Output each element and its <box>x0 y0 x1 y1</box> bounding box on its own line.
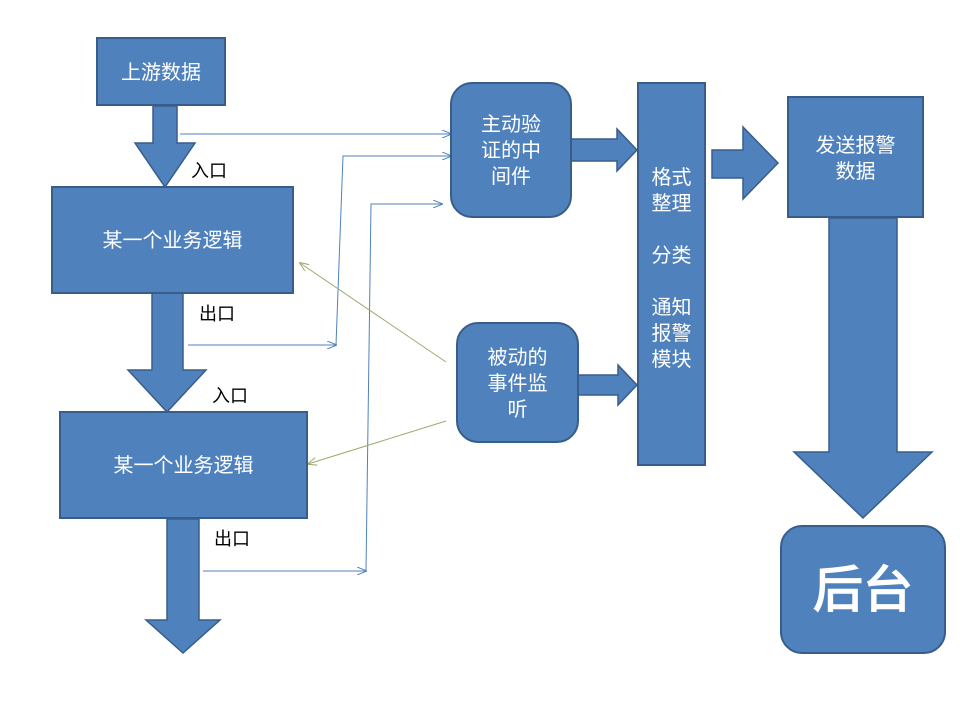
entry-label-1: 入口 <box>191 161 227 182</box>
format-notify-module-box: 格式 整理 分类 通知 报警 模块 <box>637 82 706 466</box>
format-line: 格式 <box>651 165 692 189</box>
entry-label-2: 入口 <box>212 386 248 407</box>
connector-listener-to-logic1 <box>300 263 447 363</box>
listener-line: 听 <box>507 396 528 421</box>
flow-arrow-logic2-down <box>144 518 222 655</box>
middleware-line: 间件 <box>491 164 531 188</box>
upstream-data-box: 上游数据 <box>96 37 226 106</box>
backend-box: 后台 <box>780 525 946 654</box>
flow-arrow-middleware-to-format <box>570 127 639 173</box>
format-line: 分类 <box>651 243 692 267</box>
middleware-line: 证的中 <box>481 138 541 162</box>
flow-arrow-send-to-backend <box>792 217 934 520</box>
backend-text: 后台 <box>813 560 913 619</box>
upstream-data-text: 上游数据 <box>121 59 201 84</box>
format-line: 报警 <box>651 321 692 345</box>
flow-arrow-upstream-to-logic1 <box>133 105 197 189</box>
flow-arrow-format-to-send <box>711 125 780 201</box>
business-logic-box-2: 某一个业务逻辑 <box>59 411 308 519</box>
exit-label-1: 出口 <box>199 304 235 325</box>
listener-line: 被动的 <box>487 344 548 369</box>
listener-line: 事件监 <box>487 370 548 395</box>
send-line: 数据 <box>835 159 876 183</box>
connector-listener-to-logic2 <box>308 420 447 464</box>
business-logic-text-1: 某一个业务逻辑 <box>102 228 243 252</box>
active-middleware-box: 主动验 证的中 间件 <box>450 82 572 218</box>
format-line: 通知 <box>651 295 692 319</box>
passive-listener-box: 被动的 事件监 听 <box>456 322 579 443</box>
send-line: 发送报警 <box>815 133 896 157</box>
format-line: 整理 <box>651 191 692 215</box>
business-logic-text-2: 某一个业务逻辑 <box>113 453 254 477</box>
exit-label-2: 出口 <box>214 529 250 550</box>
flow-arrow-logic1-to-logic2 <box>126 292 208 414</box>
middleware-line: 主动验 <box>481 112 541 136</box>
send-alarm-data-box: 发送报警 数据 <box>787 96 924 218</box>
flow-arrow-listener-to-format <box>577 363 639 407</box>
business-logic-box-1: 某一个业务逻辑 <box>51 186 294 294</box>
format-line: 模块 <box>651 347 692 371</box>
